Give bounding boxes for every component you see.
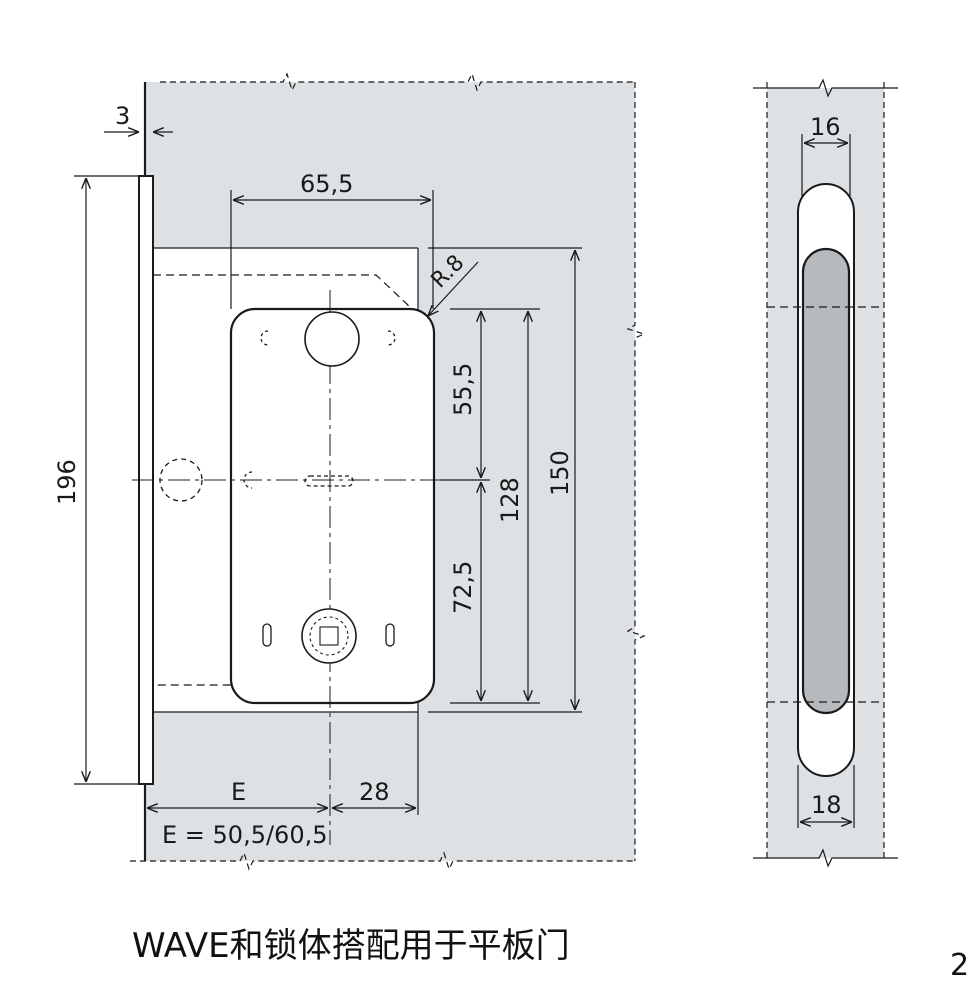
hidden-lock-outline — [153, 274, 409, 686]
door-right-break-line — [626, 82, 646, 861]
handle-rose-plate — [229, 307, 436, 705]
slot-hole-icon — [262, 623, 272, 647]
cylinder-inner-icon — [309, 616, 349, 656]
spindle-hole-icon — [304, 311, 360, 367]
dim-lower-part: 72,5 — [449, 561, 477, 614]
lever-slot-icon — [304, 475, 354, 487]
slot-hole-icon — [385, 623, 395, 647]
dim-cutout-height: 150 — [546, 450, 574, 496]
front-view: 3 196 65,5 R.8 55,5 72,5 128 150 — [53, 72, 646, 871]
screw-hole-icon — [387, 330, 396, 346]
section-bottom-break-line — [753, 848, 898, 868]
dim-cutout-width: 65,5 — [300, 170, 353, 198]
cylinder-key-icon — [319, 626, 339, 646]
door-top-break-line — [160, 72, 635, 92]
dim-backset-values: E = 50,5/60,5 — [162, 821, 328, 849]
dim-section-bottom-width: 18 — [811, 791, 842, 819]
dim-radius-leader — [428, 261, 479, 316]
handle-recess — [801, 247, 851, 715]
dim-total-height: 196 — [53, 459, 81, 505]
dim-spacing: 128 — [496, 477, 524, 523]
dim-upper-part: 55,5 — [449, 363, 477, 416]
section-view: 16 18 — [753, 78, 898, 868]
page-number-fragment: 2 — [950, 948, 969, 983]
dim-offset-28: 28 — [359, 778, 390, 806]
dim-section-top-width: 16 — [810, 113, 841, 141]
door-bottom-break-line — [130, 851, 635, 871]
dim-plate-offset: 3 — [115, 102, 130, 130]
screw-hole-icon — [243, 471, 253, 489]
latch-hole-icon — [159, 458, 203, 502]
section-top-break-line — [753, 78, 898, 98]
screw-hole-icon — [260, 330, 269, 346]
figure-caption: WAVE和锁体搭配用于平板门 — [132, 926, 570, 966]
dim-backset-label: E — [231, 778, 246, 806]
